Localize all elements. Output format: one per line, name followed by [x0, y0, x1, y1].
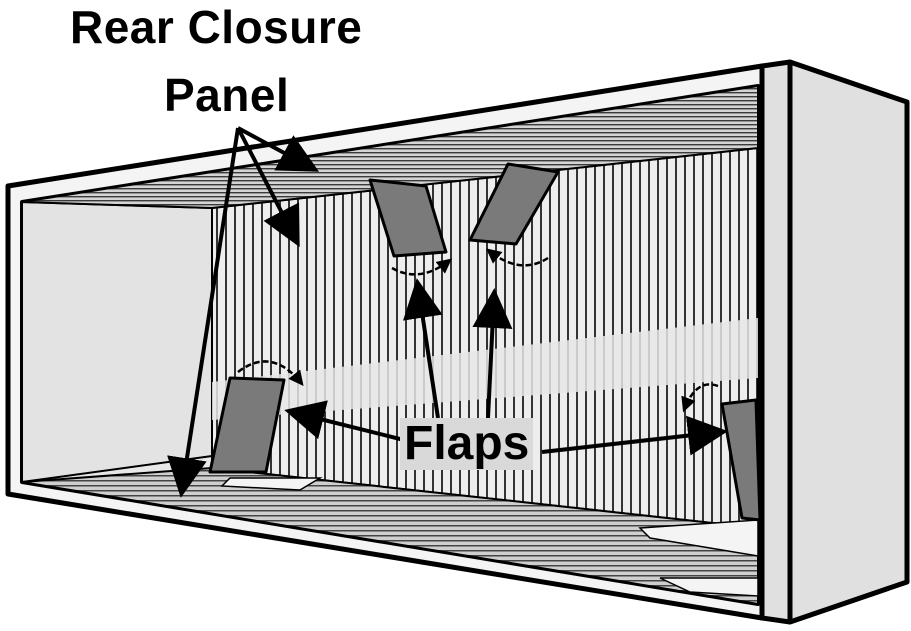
- flap-lower-left: [208, 376, 286, 474]
- arrow-flaps-to-lower-right: [541, 415, 728, 456]
- left-inner-wall: [21, 200, 213, 484]
- floor-opening-right: [638, 519, 759, 557]
- arrow-to-ceiling: [237, 126, 320, 172]
- rear-panel-light-band: [212, 318, 758, 420]
- arrow-flaps-to-upper-left: [403, 278, 443, 419]
- rotation-arrow-lower-left: [237, 360, 304, 386]
- flaps-label: Flaps: [400, 418, 534, 470]
- arrow-flaps-to-upper-right: [472, 288, 513, 419]
- rear-closure-label-line-2: Panel: [164, 69, 290, 121]
- ceiling-panel: [21, 84, 759, 210]
- arrow-to-floor: [167, 127, 240, 498]
- floor-opening-corner: [659, 577, 759, 597]
- rotation-arrow-upper-left: [391, 258, 452, 276]
- arrow-to-rear-wall: [236, 127, 300, 248]
- flap-lower-right: [720, 398, 762, 522]
- right-side-wall: [759, 59, 910, 625]
- flap-upper-right: [468, 162, 560, 246]
- flap-upper-left: [368, 178, 448, 258]
- arrow-flaps-to-lower-left: [284, 400, 405, 442]
- floor-opening-left: [220, 477, 323, 491]
- rear-closure-label-line-1: Rear Closure: [70, 1, 363, 53]
- rotation-arrow-upper-right: [486, 248, 549, 267]
- rotation-arrow-lower-right: [681, 383, 719, 413]
